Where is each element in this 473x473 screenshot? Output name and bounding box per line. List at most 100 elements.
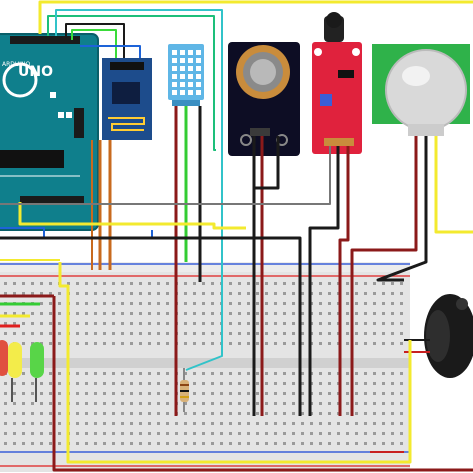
dht11-grille-slot xyxy=(188,82,193,87)
breadboard-hole xyxy=(238,322,241,325)
breadboard-hole xyxy=(274,392,277,395)
breadboard-hole xyxy=(292,442,295,445)
breadboard-hole xyxy=(274,382,277,385)
breadboard-hole xyxy=(112,292,115,295)
breadboard-hole xyxy=(319,392,322,395)
breadboard-hole xyxy=(40,402,43,405)
breadboard-hole xyxy=(382,322,385,325)
breadboard-hole xyxy=(346,302,349,305)
breadboard-hole xyxy=(238,312,241,315)
breadboard-hole xyxy=(355,442,358,445)
breadboard-hole xyxy=(238,292,241,295)
breadboard-hole xyxy=(94,342,97,345)
breadboard-hole xyxy=(112,312,115,315)
breadboard-hole xyxy=(328,412,331,415)
breadboard-hole xyxy=(265,412,268,415)
breadboard-hole xyxy=(166,402,169,405)
breadboard-hole xyxy=(247,282,250,285)
breadboard-hole xyxy=(220,402,223,405)
breadboard-hole xyxy=(292,392,295,395)
breadboard-hole xyxy=(256,422,259,425)
dht11-grille-slot xyxy=(188,58,193,63)
breadboard-hole xyxy=(319,322,322,325)
breadboard-hole xyxy=(139,282,142,285)
wire-yellow-pir xyxy=(434,136,473,234)
breadboard-hole xyxy=(382,422,385,425)
breadboard-hole xyxy=(274,432,277,435)
breadboard-hole xyxy=(238,402,241,405)
breadboard-hole xyxy=(112,412,115,415)
breadboard-hole xyxy=(301,342,304,345)
breadboard-hole xyxy=(103,292,106,295)
breadboard-hole xyxy=(40,392,43,395)
breadboard-hole xyxy=(301,382,304,385)
breadboard-hole xyxy=(274,342,277,345)
arduino-led-l xyxy=(50,92,56,98)
breadboard-hole xyxy=(130,392,133,395)
breadboard-hole xyxy=(319,302,322,305)
breadboard-hole xyxy=(373,392,376,395)
breadboard-hole xyxy=(382,372,385,375)
breadboard-hole xyxy=(346,392,349,395)
dht11-grille-slot xyxy=(188,50,193,55)
breadboard-hole xyxy=(85,432,88,435)
breadboard-hole xyxy=(139,412,142,415)
breadboard-hole xyxy=(103,282,106,285)
breadboard-hole xyxy=(193,312,196,315)
breadboard-hole xyxy=(148,372,151,375)
breadboard-hole xyxy=(76,312,79,315)
breadboard-hole xyxy=(184,342,187,345)
breadboard-hole xyxy=(274,292,277,295)
breadboard-hole xyxy=(166,312,169,315)
breadboard-hole xyxy=(328,372,331,375)
breadboard-hole xyxy=(121,422,124,425)
flame-potentiometer-icon xyxy=(320,94,332,106)
breadboard-hole xyxy=(4,422,7,425)
breadboard-hole xyxy=(265,372,268,375)
breadboard-hole xyxy=(40,302,43,305)
wire-black-mq-2 xyxy=(254,136,280,190)
breadboard-hole xyxy=(400,402,403,405)
breadboard-hole xyxy=(22,372,25,375)
breadboard-hole xyxy=(202,442,205,445)
wire-darkred-pir xyxy=(350,136,418,416)
breadboard-hole xyxy=(148,402,151,405)
breadboard-hole xyxy=(364,422,367,425)
breadboard-hole xyxy=(211,332,214,335)
dht11-grille-slot xyxy=(180,66,185,71)
breadboard-hole xyxy=(220,432,223,435)
breadboard-hole xyxy=(121,372,124,375)
breadboard-hole xyxy=(13,412,16,415)
breadboard-hole xyxy=(58,342,61,345)
breadboard-hole xyxy=(94,382,97,385)
breadboard-hole xyxy=(31,382,34,385)
breadboard-hole xyxy=(265,382,268,385)
breadboard-hole xyxy=(121,392,124,395)
arduino-led-tx xyxy=(58,112,64,118)
resistor-band xyxy=(180,390,189,392)
dht11-grille-slot xyxy=(188,74,193,79)
breadboard-hole xyxy=(22,342,25,345)
breadboard-hole xyxy=(193,322,196,325)
breadboard-hole xyxy=(247,292,250,295)
breadboard-hole xyxy=(166,372,169,375)
breadboard-hole xyxy=(301,312,304,315)
breadboard-hole xyxy=(130,342,133,345)
breadboard-hole xyxy=(247,322,250,325)
dht11-base xyxy=(172,100,200,106)
breadboard-hole xyxy=(256,442,259,445)
breadboard-hole xyxy=(58,312,61,315)
breadboard-hole xyxy=(103,372,106,375)
breadboard-hole xyxy=(85,322,88,325)
breadboard-hole xyxy=(346,412,349,415)
breadboard-hole xyxy=(130,372,133,375)
breadboard-hole xyxy=(238,422,241,425)
breadboard-hole xyxy=(49,292,52,295)
breadboard-hole xyxy=(391,332,394,335)
breadboard-hole xyxy=(13,442,16,445)
breadboard-hole xyxy=(22,382,25,385)
breadboard-hole xyxy=(112,392,115,395)
breadboard-hole xyxy=(202,402,205,405)
